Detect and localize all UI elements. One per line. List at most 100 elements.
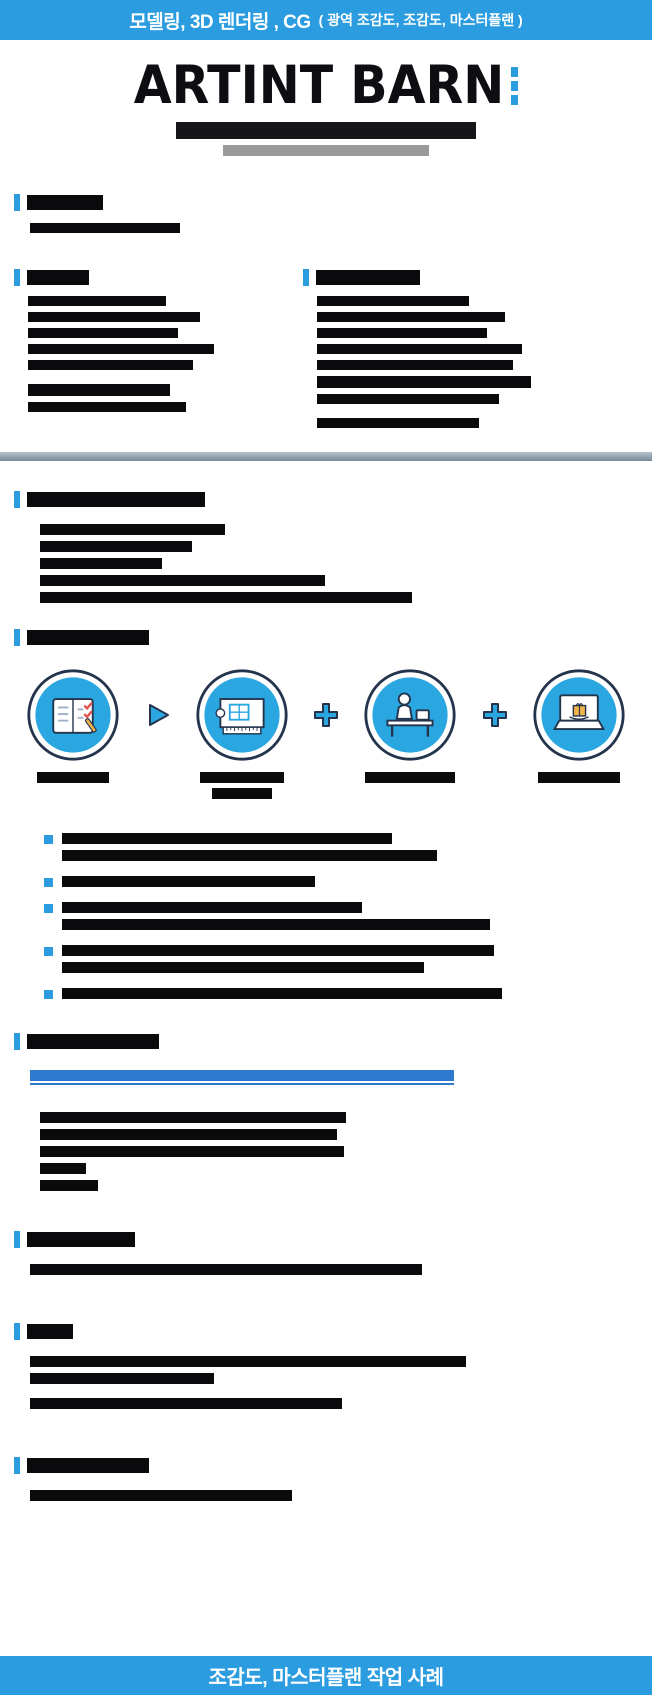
- redacted-text-line: [30, 1356, 466, 1367]
- bullet-square-icon: [44, 990, 53, 999]
- section-two-columns: [0, 269, 652, 428]
- redacted-text-line: [28, 384, 170, 396]
- redacted-heading: [316, 270, 420, 285]
- redacted-text-line: [317, 418, 479, 428]
- redacted-text-line: [28, 328, 178, 338]
- list-item: [44, 876, 612, 887]
- redacted-text-line: [62, 962, 424, 973]
- column-left-heading: [14, 269, 289, 286]
- section-overview: [0, 491, 652, 603]
- redacted-text-line: [40, 575, 325, 586]
- redacted-text-line: [365, 772, 456, 783]
- redacted-paragraph: [30, 1356, 652, 1409]
- online-delivery-icon: [532, 668, 626, 762]
- redacted-text-line: [40, 1163, 86, 1174]
- logo-accent-marks-icon: [511, 60, 519, 105]
- process-step-2: [177, 668, 308, 799]
- redacted-text-line: [28, 344, 214, 354]
- redacted-heading: [27, 492, 205, 507]
- redacted-paragraph: [30, 1264, 652, 1275]
- top-banner-title: 모델링, 3D 렌더링 , CG: [129, 11, 311, 33]
- bottom-banner-title: 조감도, 마스터플랜 작업 사례: [208, 1667, 444, 1689]
- heading-accent-tick: [14, 1033, 20, 1050]
- link-row: [30, 1068, 652, 1086]
- redacted-text-line: [30, 1398, 342, 1409]
- redacted-text-line: [62, 945, 494, 956]
- blueprint-draft-icon: [195, 668, 289, 762]
- redacted-text-line: [317, 312, 505, 322]
- redacted-text-line: [28, 312, 200, 322]
- redacted-text-line: [40, 1129, 337, 1140]
- redacted-text-line: [30, 1490, 292, 1501]
- redacted-text-line: [62, 833, 392, 844]
- redacted-heading: [27, 630, 149, 645]
- redacted-text-line: [40, 1180, 98, 1191]
- redacted-text-line: [62, 988, 502, 999]
- redacted-paragraph: [317, 296, 652, 428]
- heading-accent-tick: [14, 491, 20, 508]
- column-left: [0, 269, 289, 428]
- process-step-label: [37, 772, 110, 783]
- redacted-text-line: [199, 772, 284, 783]
- logo-subline-redacted: [223, 145, 429, 156]
- section-etc-heading: [14, 1457, 652, 1474]
- arrow-right-icon: [143, 700, 173, 730]
- section-pricing: [0, 1323, 652, 1409]
- top-banner: 모델링, 3D 렌더링 , CG ( 광역 조감도, 조감도, 마스터플랜 ): [0, 0, 652, 40]
- redacted-text-line: [40, 541, 192, 552]
- redacted-text-line: [28, 402, 186, 412]
- redacted-text-line: [62, 850, 437, 861]
- checklist-notebook-icon: [26, 668, 120, 762]
- redacted-paragraph: [40, 1112, 652, 1191]
- redacted-text-line: [40, 558, 162, 569]
- heading-accent-tick: [14, 1323, 20, 1340]
- redacted-paragraph: [30, 1490, 652, 1501]
- plus-icon: [480, 700, 510, 730]
- redacted-paragraph: [30, 223, 652, 233]
- redacted-text-line: [211, 788, 272, 799]
- redacted-text-line: [317, 376, 531, 388]
- redacted-text-line: [62, 902, 362, 913]
- section-process: [0, 629, 652, 646]
- section-etc: [0, 1457, 652, 1501]
- redacted-heading: [27, 270, 89, 285]
- heading-accent-tick: [14, 194, 20, 211]
- redacted-text-line: [62, 919, 490, 930]
- redacted-heading: [27, 195, 103, 210]
- section-contact: [0, 1033, 652, 1191]
- process-step-label: [537, 772, 620, 783]
- section-schedule: [0, 1231, 652, 1275]
- redacted-text-line: [28, 296, 166, 306]
- heading-accent-tick: [14, 269, 20, 286]
- process-flow: [0, 668, 652, 799]
- redacted-text-line: [317, 296, 469, 306]
- redacted-paragraph: [62, 988, 502, 999]
- list-item: [44, 988, 612, 999]
- list-item: [44, 945, 612, 973]
- section-intro-heading: [14, 194, 652, 211]
- bullet-square-icon: [44, 878, 53, 887]
- redacted-paragraph: [62, 902, 490, 930]
- redacted-text-line: [40, 524, 225, 535]
- process-step-label: [199, 772, 284, 799]
- redacted-text-line: [62, 876, 315, 887]
- redacted-text-line: [28, 360, 193, 370]
- heading-accent-tick: [14, 629, 20, 646]
- redacted-hyperlink[interactable]: [30, 1070, 454, 1085]
- section-divider: [0, 452, 652, 461]
- plus-icon: [311, 700, 341, 730]
- column-right: [289, 269, 652, 428]
- redacted-text-line: [30, 223, 180, 233]
- redacted-heading: [27, 1232, 135, 1247]
- list-item: [44, 902, 612, 930]
- modeling-work-icon: [363, 668, 457, 762]
- redacted-paragraph: [62, 876, 315, 887]
- bottom-banner: 조감도, 마스터플랜 작업 사례: [0, 1656, 652, 1695]
- redacted-text-line: [30, 1373, 214, 1384]
- process-step-label: [365, 772, 456, 783]
- redacted-heading: [27, 1034, 159, 1049]
- section-contact-heading: [14, 1033, 652, 1050]
- list-item: [44, 833, 612, 861]
- heading-accent-tick: [14, 1231, 20, 1248]
- notes-list: [44, 833, 612, 999]
